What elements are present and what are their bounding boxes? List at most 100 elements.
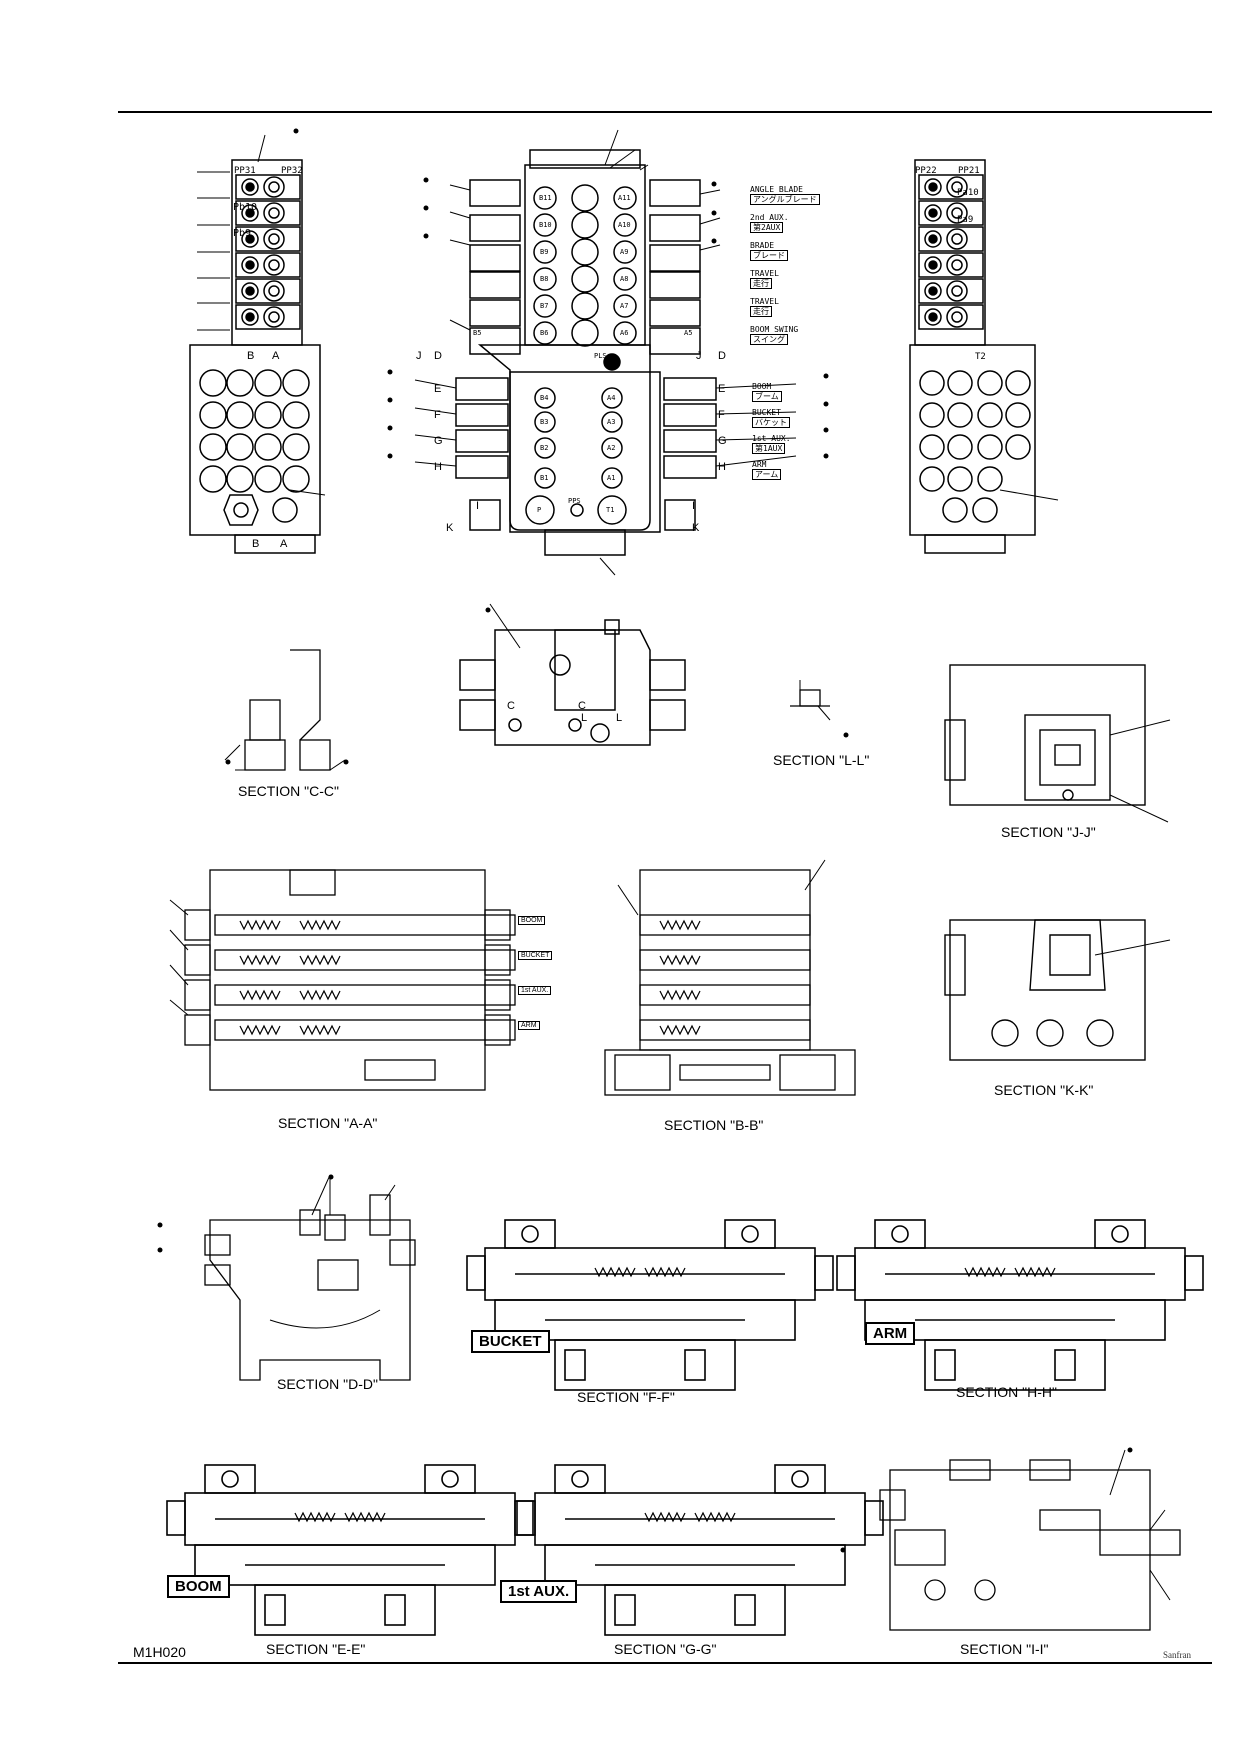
section-ff-title: SECTION "F-F" — [577, 1389, 675, 1405]
arm-label: ARM — [865, 1322, 916, 1345]
aa-tag-boom: BOOM — [518, 916, 546, 925]
cut-letter-h-right: H — [718, 461, 726, 473]
cut-letter-i-left: I — [476, 500, 480, 512]
port-label-pa9: Pa9 — [957, 215, 974, 225]
footer-rule — [118, 1662, 1212, 1664]
port-label-pp32: PP32 — [281, 166, 303, 176]
section-ii-drawing — [879, 1449, 1181, 1631]
cut-letter-k-right: K — [692, 522, 700, 534]
section-cc-title: SECTION "C-C" — [238, 783, 339, 799]
port-label-a8: A8 — [620, 275, 629, 283]
section-gg-title: SECTION "G-G" — [614, 1641, 717, 1657]
cut-letter-l-right: L — [616, 712, 623, 724]
section-jj-title: SECTION "J-J" — [1001, 824, 1096, 840]
legend-item: 1st AUX.第1AUX — [752, 434, 791, 454]
header-rule — [118, 111, 1212, 113]
section-gg-drawing — [517, 1465, 883, 1635]
port-label-a11: A11 — [618, 194, 631, 202]
port-label-a4: A4 — [607, 394, 616, 402]
section-dd-title: SECTION "D-D" — [277, 1376, 378, 1392]
section-ii-title: SECTION "I-I" — [960, 1641, 1049, 1657]
port-label-b7: B7 — [540, 302, 549, 310]
port-label-b11: B11 — [539, 194, 552, 202]
cut-letter-c-center: C — [578, 700, 586, 712]
port-label-a5: A5 — [684, 329, 693, 337]
port-label-pb9: Pb9 — [233, 228, 252, 239]
section-kk-drawing — [944, 919, 1171, 1061]
1st-aux-label: 1st AUX. — [500, 1580, 578, 1603]
port-label-b9: B9 — [540, 248, 549, 256]
cut-letter-l-left: L — [581, 712, 588, 724]
section-ll-title: SECTION "L-L" — [773, 752, 870, 768]
port-label-b2: B2 — [540, 444, 549, 452]
cut-letter-f-left: F — [434, 409, 441, 421]
cut-letter-i-right: I — [692, 500, 696, 512]
cut-letter-j-left: J — [416, 350, 422, 362]
section-kk-title: SECTION "K-K" — [994, 1082, 1094, 1098]
cut-letter-d-right: D — [718, 350, 726, 362]
right-side-view — [909, 159, 1059, 554]
port-label-a1: A1 — [607, 474, 616, 482]
boom-label: BOOM — [167, 1575, 230, 1598]
aa-tag-arm: ARM — [518, 1021, 540, 1030]
cut-letter-d-left: D — [434, 350, 442, 362]
port-label-b-left: B — [247, 350, 255, 362]
center-front-view — [414, 129, 797, 576]
port-label-t1: T1 — [606, 506, 615, 514]
section-jj-drawing — [944, 664, 1171, 823]
port-label-a10: A10 — [618, 221, 631, 229]
cut-letter-g-right: G — [718, 435, 727, 447]
section-aa-drawing — [169, 869, 516, 1091]
middle-top-view — [459, 603, 686, 746]
section-ee-title: SECTION "E-E" — [266, 1641, 366, 1657]
port-label-a6: A6 — [620, 329, 629, 337]
bucket-label: BUCKET — [471, 1330, 550, 1353]
section-aa-title: SECTION "A-A" — [278, 1115, 378, 1131]
port-label-b10: B10 — [539, 221, 552, 229]
section-bb-title: SECTION "B-B" — [664, 1117, 764, 1133]
cut-letter-c-left: C — [507, 700, 515, 712]
section-hh-drawing — [837, 1220, 1203, 1390]
port-label-p: P — [537, 506, 542, 514]
port-label-b3: B3 — [540, 418, 549, 426]
cut-letter-h-left: H — [434, 461, 442, 473]
port-label-b1: B1 — [540, 474, 549, 482]
document-code: M1H020 — [133, 1644, 186, 1660]
port-label-t2: T2 — [975, 352, 986, 362]
left-side-view — [189, 134, 326, 554]
aa-tag-1st-aux: 1st AUX. — [518, 986, 552, 995]
port-label-b-bottom: B — [252, 538, 260, 550]
cut-letter-e-right: E — [718, 383, 726, 395]
port-label-pp31: PP31 — [234, 166, 256, 176]
legend-item: 2nd AUX.第2AUX — [750, 213, 789, 233]
port-label-a9: A9 — [620, 248, 629, 256]
port-label-pps: PPS — [568, 497, 581, 505]
section-cc-drawing — [224, 649, 346, 771]
section-ff-drawing — [467, 1220, 833, 1390]
port-label-b4: B4 — [540, 394, 549, 402]
cut-letter-k-left: K — [446, 522, 454, 534]
section-ll-drawing — [790, 680, 831, 721]
section-dd-drawing — [204, 1174, 416, 1381]
section-bb-drawing — [604, 859, 856, 1096]
port-label-a2: A2 — [607, 444, 616, 452]
callout-dots — [157, 128, 1133, 1553]
cut-letter-j-right: J — [696, 350, 702, 362]
port-label-b8: B8 — [540, 275, 549, 283]
port-label-a3: A3 — [607, 418, 616, 426]
signature: Sanfran — [1163, 1650, 1191, 1660]
port-label-a-bottom: A — [280, 538, 288, 550]
port-label-pa10: Pa10 — [957, 188, 979, 198]
cut-letter-g-left: G — [434, 435, 443, 447]
